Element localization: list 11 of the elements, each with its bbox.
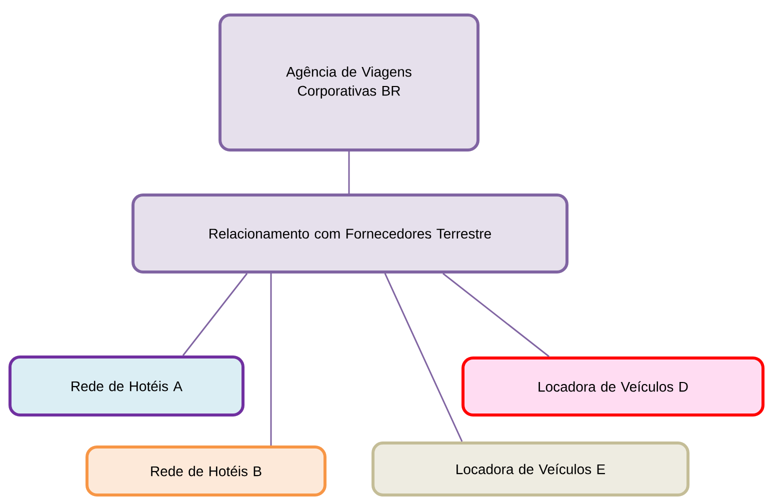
text-box: Rede de Hotéis B <box>86 446 326 496</box>
connector-line <box>442 272 550 358</box>
connector-line <box>182 273 248 356</box>
text-box: Locadora de Veículos D <box>462 356 764 416</box>
text-box: Rede de Hotéis A <box>8 356 244 416</box>
connector-line <box>348 152 350 194</box>
text-box: Locadora de Veículos E <box>372 442 690 496</box>
text-box: Agência de Viagens Corporativas BR <box>218 14 480 152</box>
text-box: Relacionamento com Fornecedores Terrestre <box>132 194 568 274</box>
connector-line <box>270 274 272 446</box>
connector-line <box>384 273 463 442</box>
